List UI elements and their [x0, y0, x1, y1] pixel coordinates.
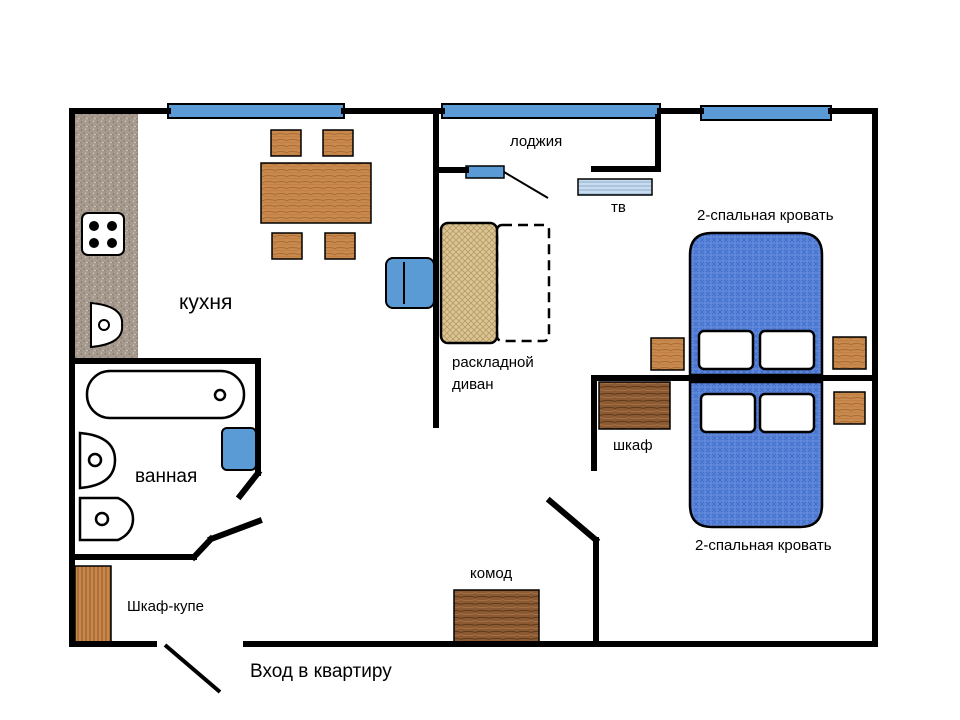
bathroom-sink-icon [78, 431, 117, 490]
sofa-label-line2: диван [452, 376, 494, 393]
washing-machine [221, 427, 257, 471]
dresser-label: комод [470, 565, 512, 582]
bathtub-icon [85, 369, 246, 420]
kitchen-label: кухня [179, 291, 232, 314]
entrance-label: Вход в квартиру [250, 661, 392, 682]
folding-sofa [439, 221, 499, 345]
sofa-unfolded-outline [495, 223, 551, 343]
bed-bottom-label: 2-спальная кровать [695, 537, 832, 554]
toilet-icon [78, 496, 135, 542]
closet-label: Шкаф-купе [127, 598, 204, 615]
chair [324, 232, 356, 260]
chair [270, 129, 302, 157]
double-bed-bottom [688, 380, 824, 529]
stove-icon [81, 212, 125, 256]
window [167, 103, 345, 119]
nightstand [833, 391, 866, 425]
kitchen-sink-icon [90, 301, 124, 349]
chair [322, 129, 354, 157]
wardrobe [598, 381, 671, 430]
double-bed-top [688, 231, 824, 377]
bed-top-label: 2-спальная кровать [697, 207, 834, 224]
window [700, 105, 832, 121]
armchair [385, 257, 435, 309]
nightstand [832, 336, 867, 370]
chair [271, 232, 303, 260]
loggia-label: лоджия [510, 133, 562, 150]
bathroom-label: ванная [135, 466, 197, 487]
sliding-wardrobe [74, 565, 112, 645]
window [441, 103, 661, 119]
walls [69, 108, 878, 647]
loggia-door-icon [465, 165, 549, 199]
dresser [453, 589, 540, 643]
tv-icon [577, 178, 653, 196]
dining-table [260, 162, 372, 224]
tv-label: тв [611, 199, 626, 216]
wardrobe-label: шкаф [613, 437, 653, 454]
sofa-label-line1: раскладной [452, 354, 534, 371]
entrance-door-icon [163, 643, 222, 694]
nightstand [650, 337, 685, 371]
